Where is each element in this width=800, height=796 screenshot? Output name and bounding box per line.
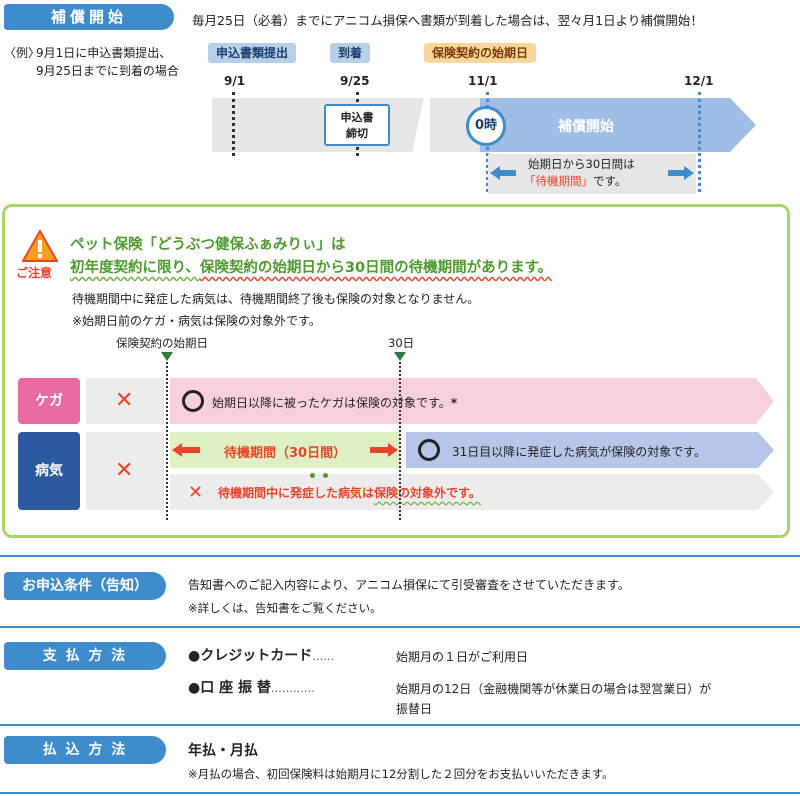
illness-during-cross-icon: ✕ bbox=[188, 482, 204, 503]
notice-tick-start bbox=[166, 362, 168, 520]
compensation-start-text: 毎月25日（必着）までにアニコム損保へ書類が到着した場合は、翌々月1日より補償開… bbox=[192, 13, 703, 28]
injury-circle-icon bbox=[182, 390, 204, 412]
illness-during-b: 発症 bbox=[290, 486, 315, 500]
waiting-period-left-arrow-icon bbox=[172, 443, 200, 457]
account-text2: 振替日 bbox=[396, 702, 433, 716]
payment-method-tab: 支 払 方 法 bbox=[4, 642, 166, 670]
notice-desc1: 待機期間中に発症した病気は、待機期間終了後も保険の対象となりません。 bbox=[72, 292, 480, 306]
waiting-period-bar bbox=[170, 432, 400, 468]
date-12-1: 12/1 bbox=[684, 74, 714, 88]
waiting-period-box bbox=[488, 154, 696, 194]
date-11-1: 11/1 bbox=[468, 74, 498, 88]
coverage-arrow bbox=[480, 98, 756, 152]
illness-circle-icon bbox=[418, 439, 440, 461]
credit-label: ●クレジットカード…… bbox=[188, 645, 334, 665]
installment-note: ※月払の場合、初回保険料は始期月に12分割した２回分をお支払いいただきます。 bbox=[188, 767, 614, 781]
notice-tick-30 bbox=[399, 362, 401, 520]
example-line2: 9月25日までに到着の場合 bbox=[36, 64, 179, 78]
illness-during-a: 待機期間中に bbox=[218, 486, 291, 500]
marker-30-triangle-icon bbox=[394, 352, 406, 361]
notice-line2: 初年度契約に限り、保険契約の始期日から30日間の待機期間があります。 bbox=[70, 256, 552, 277]
installment-text: 年払・月払 bbox=[188, 743, 258, 759]
notice-line1: ペット保険「どうぶつ健保ふぁみりぃ」は bbox=[70, 237, 346, 253]
deadline-line2: 締切 bbox=[346, 127, 368, 140]
injury-text: 始期日以降に被ったケガは保険の対象です。* bbox=[212, 394, 457, 411]
waiting-line1: 始期日から30日間は bbox=[528, 157, 635, 171]
illness-after-text: 31日目以降に発症した病気が保険の対象です。 bbox=[452, 445, 707, 459]
section-divider-1 bbox=[0, 555, 800, 557]
illness-during-arrow bbox=[170, 474, 774, 510]
illness-during-d: 保険の対象外です。 bbox=[374, 486, 481, 500]
row-label-injury: ケガ bbox=[18, 378, 80, 424]
example-line1: 9月1日に申込書類提出、 bbox=[36, 46, 172, 60]
pill-start-date: 保険契約の始期日 bbox=[424, 43, 537, 63]
injury-arrow bbox=[170, 378, 774, 424]
waiting-red: 「待機期間」 bbox=[524, 174, 593, 188]
pill-submit: 申込書類提出 bbox=[208, 43, 297, 63]
waiting-line2: 「待機期間」です。 bbox=[524, 173, 626, 189]
tick-12-1 bbox=[698, 92, 701, 192]
illness-during-c: した病気は bbox=[314, 486, 375, 500]
pill-arrive: 到着 bbox=[330, 43, 371, 63]
coverage-start-label: 補償開始 bbox=[558, 119, 614, 135]
illness-before-cell bbox=[86, 432, 164, 510]
waiting-period-right-arrow-icon bbox=[370, 443, 398, 457]
account-bullet-label: ●口 座 振 替 bbox=[188, 680, 271, 696]
warning-icon bbox=[22, 230, 58, 262]
marker-30-label: 30日 bbox=[388, 336, 415, 350]
emphasis-dots bbox=[310, 473, 332, 479]
section-divider-4 bbox=[0, 792, 800, 794]
credit-bullet-label: ●クレジットカード bbox=[188, 648, 313, 664]
zero-hour-circle: 0時 bbox=[466, 106, 506, 146]
date-9-25: 9/25 bbox=[340, 74, 370, 88]
timeline-grey-bar bbox=[212, 98, 426, 152]
waiting-right-arrow-icon bbox=[668, 166, 694, 180]
account-dots: ………… bbox=[270, 682, 315, 695]
conditions-note: ※詳しくは、告知書をご覧ください。 bbox=[188, 601, 382, 615]
notice-desc2: ※始期日前のケガ・病気は保険の対象外です。 bbox=[72, 314, 321, 328]
conditions-tab: お申込条件（告知） bbox=[4, 572, 166, 600]
notice-line2-b: 保険契約の始期日から30日間の待機期間があります。 bbox=[199, 260, 553, 276]
conditions-text: 告知書へのご記入内容により、アニコム損保にて引受審査をさせていただきます。 bbox=[188, 578, 630, 592]
marker-start-triangle-icon bbox=[161, 352, 173, 361]
section-divider-3 bbox=[0, 724, 800, 726]
waiting-period-label: 待機期間（30日間） bbox=[224, 446, 347, 461]
illness-during-text: 待機期間中に発症した病気は保険の対象外です。 bbox=[218, 484, 481, 501]
injury-before-cell bbox=[86, 378, 164, 424]
deadline-note: 申込書 締切 bbox=[324, 104, 390, 146]
installment-tab: 払 込 方 法 bbox=[4, 736, 166, 764]
injury-text-main: 始期日以降に被ったケガは保険の対象です。 bbox=[212, 396, 451, 410]
deadline-line1: 申込書 bbox=[340, 111, 374, 124]
illness-after-arrow bbox=[406, 432, 774, 468]
date-9-1: 9/1 bbox=[224, 74, 246, 88]
waiting-left-arrow-icon bbox=[490, 166, 516, 180]
example-label: 〈例〉 bbox=[4, 46, 41, 60]
section-divider-2 bbox=[0, 626, 800, 628]
waiting-rest: です。 bbox=[593, 174, 627, 188]
caution-label: ご注意 bbox=[16, 266, 53, 280]
injury-cross-icon: ✕ bbox=[115, 388, 134, 413]
tick-9-1 bbox=[232, 92, 235, 156]
illness-cross-icon: ✕ bbox=[115, 458, 134, 483]
notice-line2-a: 初年度契約に限り、 bbox=[70, 260, 200, 276]
compensation-start-tab: 補償開始 bbox=[4, 4, 174, 30]
account-text1: 始期月の12日（金融機関等が休業日の場合は翌営業日）が bbox=[396, 682, 712, 696]
row-label-illness: 病気 bbox=[18, 432, 80, 510]
injury-asterisk: * bbox=[450, 396, 458, 410]
account-label: ●口 座 振 替………… bbox=[188, 677, 315, 697]
credit-dots: …… bbox=[312, 650, 335, 663]
marker-start-label: 保険契約の始期日 bbox=[116, 336, 208, 350]
credit-text: 始期月の１日がご利用日 bbox=[396, 650, 529, 664]
